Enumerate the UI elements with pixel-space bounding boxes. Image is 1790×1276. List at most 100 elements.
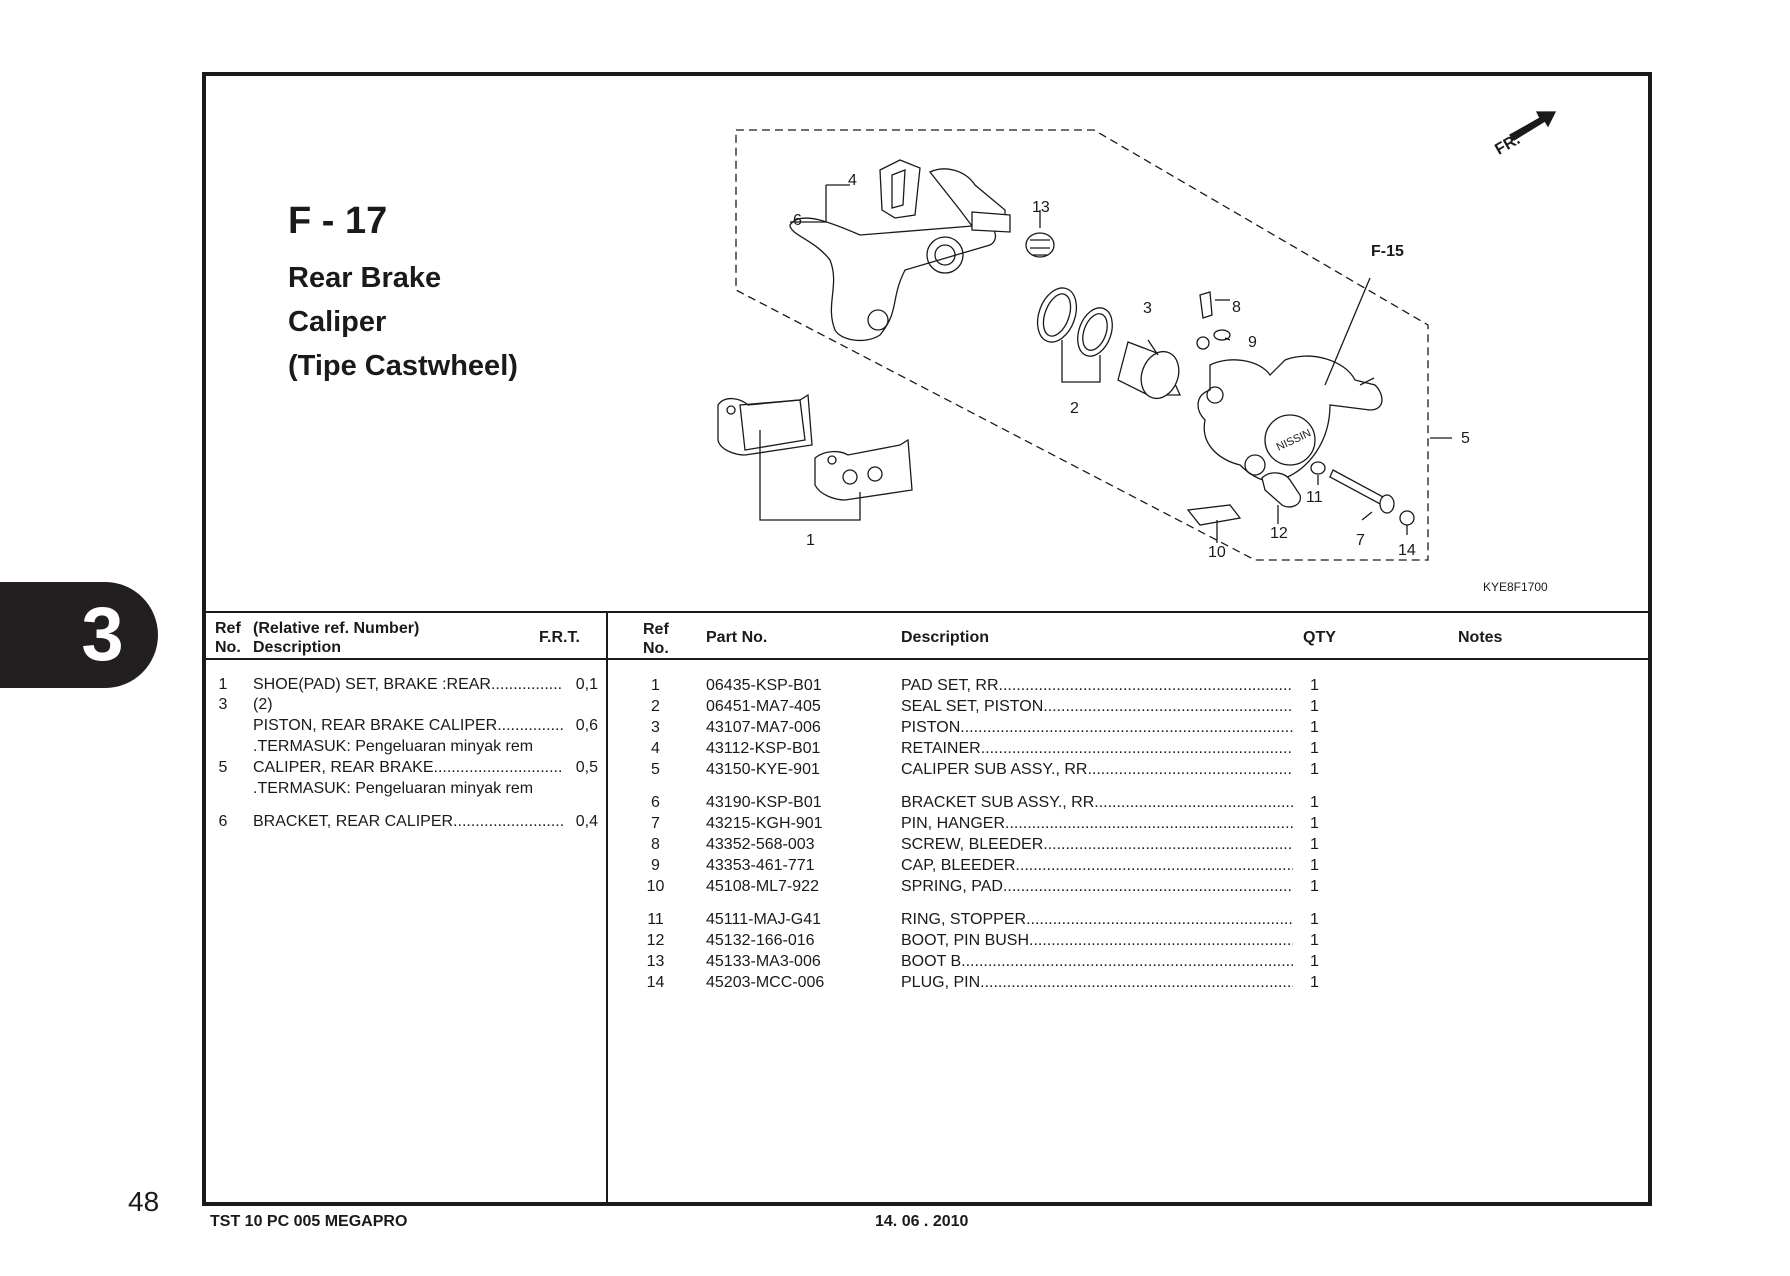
- boot-b-part: [1025, 232, 1055, 258]
- frt-row-desc: BRACKET, REAR CALIPER...................…: [253, 813, 563, 830]
- page-number: 48: [128, 1186, 160, 1217]
- parts-row-ref: 8: [651, 836, 660, 853]
- frt-row-frt: 0,5: [575, 759, 598, 776]
- parts-row-desc: SEAL SET, PISTON........................…: [901, 698, 1293, 715]
- notes-header: Notes: [1458, 629, 1503, 646]
- parts-row-desc: BOOT, PIN BUSH..........................…: [901, 932, 1293, 949]
- seal-ring-2: [1077, 307, 1113, 357]
- pin-plug: [1399, 510, 1415, 526]
- parts-row: 1 06435-KSP-B01 PAD SET, RR...............…: [640, 676, 1360, 696]
- parts-row-ref: 9: [651, 857, 660, 874]
- parts-row-ref: 13: [646, 953, 665, 970]
- parts-row-desc: CALIPER SUB ASSY., RR...................…: [901, 761, 1293, 778]
- callout-5: 5: [1461, 430, 1470, 447]
- qty-header: QTY: [1303, 629, 1336, 646]
- frt-row-desc: .TERMASUK: Pengeluaran minyak rem: [253, 738, 534, 755]
- assembly-boundary: [735, 129, 1429, 561]
- parts-row-desc: BOOT B..................................…: [901, 953, 1293, 970]
- front-arrow-icon: [1509, 111, 1557, 141]
- catalog-frame: [202, 72, 1652, 1206]
- parts-ref-header: Ref No.: [643, 621, 669, 657]
- section-title-line-2: Caliper: [288, 306, 387, 338]
- seal-ring-1: [1036, 287, 1078, 343]
- parts-row-qty: 1: [1310, 698, 1319, 715]
- left-description-header: (Relative ref. Number) Description: [253, 620, 420, 656]
- frt-row: .TERMASUK: Pengeluaran minyak rem: [210, 737, 600, 757]
- frt-row-ref: 6: [218, 813, 228, 830]
- stopper-ring: [1310, 461, 1326, 475]
- parts-row-pno: 43352-568-003: [706, 836, 815, 853]
- parts-row-qty: 1: [1310, 815, 1319, 832]
- parts-row-pno: 43112-KSP-B01: [706, 740, 821, 757]
- parts-row-qty: 1: [1310, 932, 1319, 949]
- parts-row-desc: CAP, BLEEDER............................…: [901, 857, 1293, 874]
- parts-row-pno: 43215-KGH-901: [706, 815, 823, 832]
- callout-13: 13: [1032, 199, 1050, 216]
- parts-row-qty: 1: [1310, 794, 1319, 811]
- frt-row-desc: (2): [253, 696, 273, 713]
- table-header-rule: [204, 658, 1650, 660]
- parts-row-pno: 06451-MA7-405: [706, 698, 821, 715]
- callout-7: 7: [1356, 532, 1365, 549]
- parts-row-ref: 1: [651, 677, 660, 694]
- frt-row-frt: 0,6: [575, 717, 598, 734]
- parts-row-desc: BRACKET SUB ASSY., RR...................…: [901, 794, 1293, 811]
- callout-10: 10: [1208, 544, 1226, 561]
- parts-row-desc: RETAINER................................…: [901, 740, 1293, 757]
- parts-row-qty: 1: [1310, 911, 1319, 928]
- callout-9: 9: [1248, 334, 1257, 351]
- frt-row-desc: CALIPER, REAR BRAKE.....................…: [253, 759, 563, 776]
- parts-row-qty: 1: [1310, 953, 1319, 970]
- frt-header: F.R.T.: [539, 629, 580, 646]
- parts-row-pno: 43150-KYE-901: [706, 761, 820, 778]
- parts-row-ref: 2: [651, 698, 660, 715]
- callout-12: 12: [1270, 525, 1288, 542]
- brake-pad-2: [814, 438, 913, 501]
- pin-bush-boot: [1261, 472, 1302, 508]
- parts-row-qty: 1: [1310, 836, 1319, 853]
- part-no-header: Part No.: [706, 629, 768, 646]
- parts-row-ref: 3: [651, 719, 660, 736]
- frt-row: 3(2): [210, 695, 600, 715]
- frt-row: .TERMASUK: Pengeluaran minyak rem: [210, 779, 600, 799]
- parts-row-desc: PLUG, PIN...............................…: [901, 974, 1293, 991]
- ref-label-f15: F-15: [1371, 243, 1404, 260]
- frt-row-frt: 0,4: [575, 813, 598, 830]
- chapter-number: 3: [81, 592, 124, 677]
- frt-row-desc: .TERMASUK: Pengeluaran minyak rem: [253, 780, 534, 797]
- parts-row-ref: 11: [647, 911, 664, 928]
- callout-6: 6: [793, 212, 802, 229]
- parts-row-qty: 1: [1310, 878, 1319, 895]
- parts-row-pno: 06435-KSP-B01: [706, 677, 822, 694]
- parts-row-desc: PAD SET, RR.............................…: [901, 677, 1293, 694]
- parts-row-qty: 1: [1310, 857, 1319, 874]
- parts-row-ref: 12: [646, 932, 665, 949]
- parts-row-pno: 45203-MCC-006: [706, 974, 825, 991]
- parts-row-ref: 14: [646, 974, 665, 991]
- bleeder-cap: [1213, 329, 1231, 341]
- parts-row-desc: PIN, HANGER.............................…: [901, 815, 1293, 832]
- section-title-line-3: (Tipe Castwheel): [288, 350, 518, 382]
- diagram-code: KYE8F1700: [1483, 580, 1548, 594]
- left-ref-header: Ref No.: [215, 620, 241, 656]
- bracket-part: [789, 217, 997, 342]
- parts-row-qty: 1: [1310, 761, 1319, 778]
- parts-row: 14 45203-MCC-006 PLUG, PIN................…: [640, 973, 1360, 993]
- section-code: F - 17: [288, 200, 388, 242]
- chapter-tab: 3: [0, 582, 158, 688]
- parts-row-desc: PISTON..................................…: [901, 719, 1293, 736]
- frt-row-desc: PISTON, REAR BRAKE CALIPER..............…: [253, 717, 563, 734]
- retainer-part: [879, 159, 921, 219]
- frt-row-ref: 1: [218, 676, 228, 693]
- table-top-rule: [204, 611, 1650, 613]
- parts-row-pno: 43353-461-771: [706, 857, 815, 874]
- parts-row-ref: 6: [651, 794, 660, 811]
- parts-row-ref: 10: [646, 878, 665, 895]
